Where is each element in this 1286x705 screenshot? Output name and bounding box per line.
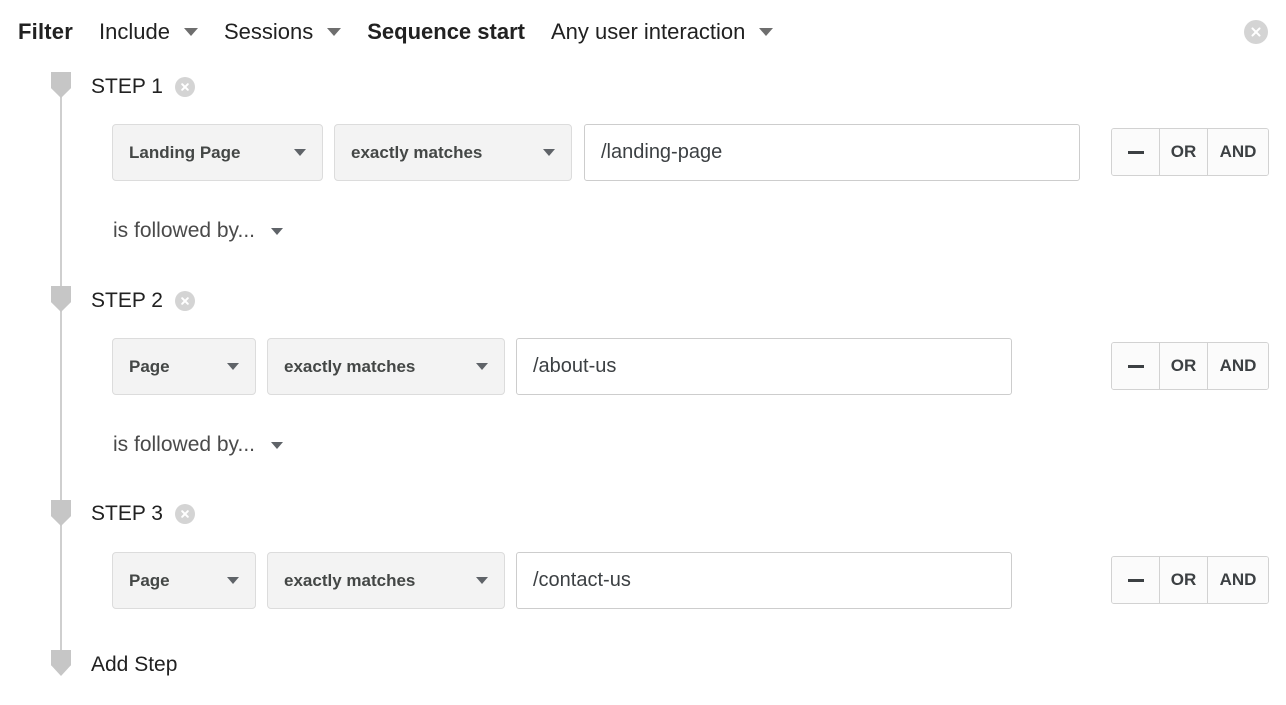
filter-title: Filter xyxy=(18,19,73,44)
close-icon[interactable] xyxy=(1244,20,1268,44)
step-3-operator-dropdown[interactable]: exactly matches xyxy=(267,552,505,609)
chevron-down-icon xyxy=(227,577,239,584)
remove-step-3-icon[interactable] xyxy=(174,504,195,524)
remove-step-2-icon[interactable] xyxy=(174,291,195,311)
step-2-and-button[interactable]: AND xyxy=(1208,343,1268,389)
step-3-remove-condition-button[interactable] xyxy=(1112,557,1160,603)
step-2-header: STEP 2 xyxy=(91,289,195,313)
filter-header: Filter Include Sessions Sequence start A… xyxy=(0,0,1286,64)
step-1-remove-condition-button[interactable] xyxy=(1112,129,1160,175)
sequence-scope-dropdown[interactable]: Any user interaction xyxy=(550,19,774,45)
step-3-logic-group: OR AND xyxy=(1111,556,1269,604)
step-2-dimension-dropdown[interactable]: Page xyxy=(112,338,256,395)
step-2-dimension-value: Page xyxy=(129,356,170,376)
step-3-or-button[interactable]: OR xyxy=(1160,557,1208,603)
sequence-scope-value: Any user interaction xyxy=(550,19,746,44)
chevron-down-icon xyxy=(271,441,284,449)
step-1-operator-dropdown[interactable]: exactly matches xyxy=(334,124,572,181)
step-1-value-input[interactable]: /landing-page xyxy=(584,124,1080,181)
step-2-value-input[interactable]: /about-us xyxy=(516,338,1012,395)
step-2-operator-dropdown[interactable]: exactly matches xyxy=(267,338,505,395)
chevron-down-icon xyxy=(227,363,239,370)
step-marker-3 xyxy=(51,500,71,526)
step-2-connector-dropdown[interactable]: is followed by... xyxy=(113,433,284,457)
step-1-connector-value: is followed by... xyxy=(113,219,256,242)
step-2-connector-value: is followed by... xyxy=(113,433,256,456)
chevron-down-icon xyxy=(183,28,198,36)
add-step-marker xyxy=(51,650,71,676)
include-exclude-dropdown[interactable]: Include xyxy=(99,19,198,45)
step-1-operator-value: exactly matches xyxy=(351,142,483,162)
chevron-down-icon xyxy=(476,577,488,584)
step-3-header: STEP 3 xyxy=(91,502,195,526)
step-3-and-button[interactable]: AND xyxy=(1208,557,1268,603)
step-1-condition-row: Landing Page exactly matches /landing-pa… xyxy=(112,124,1080,181)
scope-dropdown[interactable]: Sessions xyxy=(223,19,342,45)
sequence-start-label: Sequence start xyxy=(367,19,525,44)
step-3-operator-value: exactly matches xyxy=(284,570,416,590)
step-2-or-button[interactable]: OR xyxy=(1160,343,1208,389)
step-3-value-input[interactable]: /contact-us xyxy=(516,552,1012,609)
step-3-label: STEP 3 xyxy=(91,502,163,525)
step-3-dimension-value: Page xyxy=(129,570,170,590)
chevron-down-icon xyxy=(476,363,488,370)
chevron-down-icon xyxy=(271,227,284,235)
step-2-logic-group: OR AND xyxy=(1111,342,1269,390)
step-marker-2 xyxy=(51,286,71,312)
include-exclude-value: Include xyxy=(99,19,170,44)
step-3-dimension-dropdown[interactable]: Page xyxy=(112,552,256,609)
scope-value: Sessions xyxy=(223,19,314,44)
minus-icon xyxy=(1127,364,1144,368)
add-step-button[interactable]: Add Step xyxy=(91,653,178,676)
step-marker-1 xyxy=(51,72,71,98)
minus-icon xyxy=(1127,578,1144,582)
step-2-condition-row: Page exactly matches /about-us xyxy=(112,338,1012,395)
step-2-remove-condition-button[interactable] xyxy=(1112,343,1160,389)
step-1-label: STEP 1 xyxy=(91,75,163,98)
step-1-connector-dropdown[interactable]: is followed by... xyxy=(113,219,284,243)
sequence-rail xyxy=(60,74,62,666)
step-1-dimension-value: Landing Page xyxy=(129,142,241,162)
chevron-down-icon xyxy=(759,28,774,36)
step-1-dimension-dropdown[interactable]: Landing Page xyxy=(112,124,323,181)
chevron-down-icon xyxy=(294,149,306,156)
step-1-logic-group: OR AND xyxy=(1111,128,1269,176)
step-2-label: STEP 2 xyxy=(91,289,163,312)
step-3-condition-row: Page exactly matches /contact-us xyxy=(112,552,1012,609)
chevron-down-icon xyxy=(543,149,555,156)
step-1-or-button[interactable]: OR xyxy=(1160,129,1208,175)
chevron-down-icon xyxy=(327,28,342,36)
step-1-header: STEP 1 xyxy=(91,75,195,99)
step-1-and-button[interactable]: AND xyxy=(1208,129,1268,175)
minus-icon xyxy=(1127,150,1144,154)
remove-step-1-icon[interactable] xyxy=(174,77,195,97)
step-2-operator-value: exactly matches xyxy=(284,356,416,376)
